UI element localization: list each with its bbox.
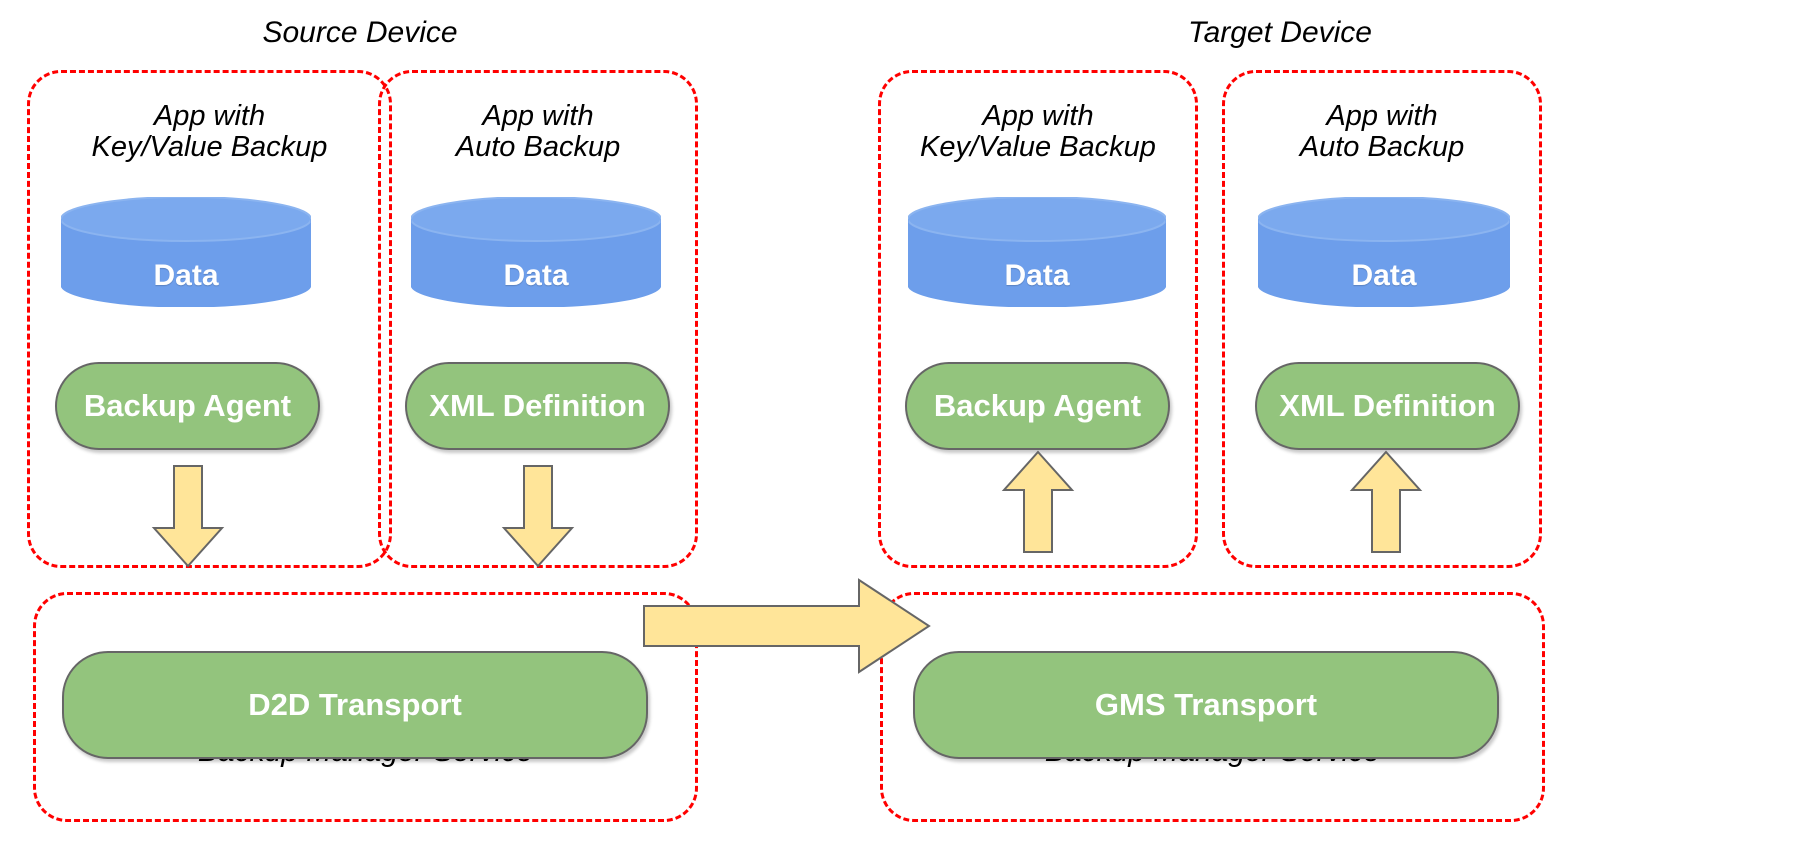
- data-label: Data: [503, 259, 569, 292]
- source-auto-down-arrow: [501, 465, 575, 568]
- source-app-auto-title: App with Auto Backup: [381, 100, 695, 164]
- data-label: Data: [1004, 259, 1070, 292]
- source-app-keyvalue-container: App with Key/Value Backup: [27, 70, 392, 568]
- target-app-keyvalue-container: App with Key/Value Backup: [878, 70, 1198, 568]
- data-label: Data: [1351, 259, 1417, 292]
- d2d-transport-pill[interactable]: D2D Transport: [62, 651, 648, 759]
- target-app-auto-container: App with Auto Backup: [1222, 70, 1542, 568]
- app-title-line1: App with: [482, 100, 594, 132]
- target-backup-agent-pill[interactable]: Backup Agent: [905, 362, 1170, 450]
- target-app-keyvalue-data-cylinder: Data: [908, 197, 1166, 307]
- source-device-caption: Source Device: [262, 16, 458, 49]
- gms-transport-pill[interactable]: GMS Transport: [913, 651, 1499, 759]
- target-xml-definition-pill[interactable]: XML Definition: [1255, 362, 1520, 450]
- data-label: Data: [153, 259, 219, 292]
- source-xml-definition-pill[interactable]: XML Definition: [405, 362, 670, 450]
- app-title-line1: App with: [153, 100, 266, 132]
- target-device-caption: Target Device: [1188, 16, 1372, 49]
- source-backup-agent-pill[interactable]: Backup Agent: [55, 362, 320, 450]
- app-title-line1: App with: [982, 100, 1094, 132]
- app-title-line2: Key/Value Backup: [91, 131, 328, 164]
- app-title-line2: Auto Backup: [455, 131, 621, 164]
- target-app-auto-data-cylinder: Data: [1258, 197, 1510, 307]
- source-keyvalue-down-arrow: [151, 465, 225, 568]
- app-title-line2: Auto Backup: [1299, 131, 1465, 164]
- app-title-line2: Key/Value Backup: [920, 131, 1156, 164]
- target-app-auto-title: App with Auto Backup: [1225, 100, 1539, 164]
- source-app-keyvalue-data-cylinder: Data: [61, 197, 311, 307]
- target-auto-up-arrow: [1349, 450, 1423, 553]
- app-title-line1: App with: [1326, 100, 1438, 132]
- source-app-keyvalue-title: App with Key/Value Backup: [30, 100, 389, 164]
- target-app-keyvalue-title: App with Key/Value Backup: [881, 100, 1195, 164]
- source-app-auto-data-cylinder: Data: [411, 197, 661, 307]
- target-keyvalue-up-arrow: [1001, 450, 1075, 553]
- transport-link-arrow: [643, 572, 931, 680]
